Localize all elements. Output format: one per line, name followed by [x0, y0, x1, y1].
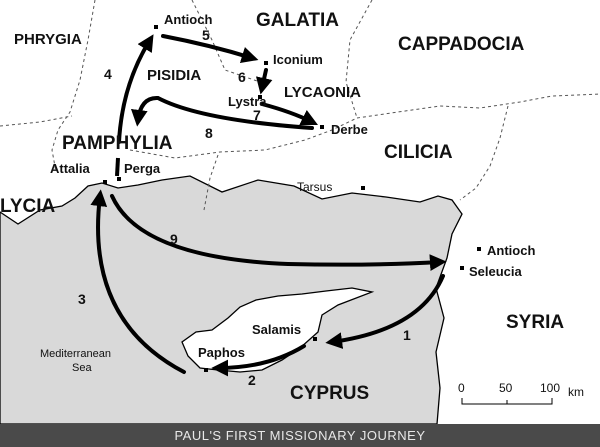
- scale-tick-50: 50: [499, 381, 513, 395]
- cyprus-island: [181, 287, 375, 373]
- city-label-attalia: Attalia: [50, 161, 91, 176]
- route-number-5: 5: [202, 27, 210, 43]
- region-pamphylia: PAMPHYLIA: [62, 133, 173, 154]
- city-dot-tarsus: [361, 186, 365, 190]
- region-lycaonia: LYCAONIA: [284, 84, 361, 101]
- scale-unit: km: [568, 385, 584, 399]
- route-number-9: 9: [170, 231, 178, 247]
- map-caption: PAUL'S FIRST MISSIONARY JOURNEY: [0, 424, 600, 447]
- route-number-6: 6: [238, 69, 246, 85]
- route-number-1: 1: [403, 327, 411, 343]
- region-cyprus: CYPRUS: [290, 383, 369, 404]
- region-syria: SYRIA: [506, 312, 564, 333]
- city-dot-seleucia: [460, 266, 464, 270]
- route-leg-3: [90, 189, 186, 374]
- sea-label-line1: Mediterranean: [40, 348, 111, 360]
- route-leg-4: [117, 34, 154, 144]
- route-leg-2: [211, 344, 306, 377]
- sea-label-line2: Sea: [72, 362, 92, 374]
- mediterranean-sea: [0, 175, 463, 425]
- city-dot-iconium: [264, 61, 268, 65]
- city-label-salamis: Salamis: [252, 322, 301, 337]
- city-label-iconium: Iconium: [273, 52, 323, 67]
- city-label-antioch-syria: Antioch: [487, 243, 535, 258]
- journey-routes: [90, 34, 447, 377]
- city-label-antioch-pisidia: Antioch: [164, 12, 212, 27]
- region-cappadocia: CAPPADOCIA: [398, 34, 525, 55]
- route-leg-6: [255, 68, 273, 95]
- route-leg-1: [325, 274, 445, 349]
- city-dot-derbe: [320, 125, 324, 129]
- city-label-lystra: Lystra: [228, 94, 267, 109]
- city-dot-antioch-pisidia: [154, 25, 158, 29]
- city-dot-paphos: [204, 368, 208, 372]
- route-number-3: 3: [78, 291, 86, 307]
- city-dot-lystra: [258, 95, 262, 99]
- route-leg-5: [161, 34, 259, 64]
- scale-tick-0: 0: [458, 381, 465, 395]
- scale-bar: [461, 398, 553, 405]
- scale-tick-100: 100: [540, 381, 560, 395]
- region-phrygia: PHRYGIA: [14, 31, 82, 48]
- route-number-8: 8: [205, 125, 213, 141]
- route-number-7: 7: [253, 107, 261, 123]
- route-leg-9: [110, 194, 447, 271]
- route-number-2: 2: [248, 372, 256, 388]
- city-label-tarsus: Tarsus: [297, 180, 332, 194]
- route-connector: [115, 157, 120, 177]
- region-pisidia: PISIDIA: [147, 67, 201, 84]
- region-galatia: GALATIA: [256, 10, 339, 31]
- city-label-derbe: Derbe: [331, 122, 368, 137]
- city-dot-salamis: [313, 337, 317, 341]
- region-lycia: LYCIA: [0, 196, 56, 217]
- region-cilicia: CILICIA: [384, 142, 453, 163]
- city-dots: [103, 25, 481, 372]
- city-label-paphos: Paphos: [198, 345, 245, 360]
- city-dot-perga: [117, 177, 121, 181]
- city-label-perga: Perga: [124, 161, 161, 176]
- city-label-seleucia: Seleucia: [469, 264, 523, 279]
- route-leg-8: [130, 95, 314, 130]
- route-number-4: 4: [104, 66, 112, 82]
- region-boundaries: [0, 0, 600, 211]
- city-dot-attalia: [103, 180, 107, 184]
- city-dot-antioch-syria: [477, 247, 481, 251]
- route-leg-7: [260, 102, 319, 126]
